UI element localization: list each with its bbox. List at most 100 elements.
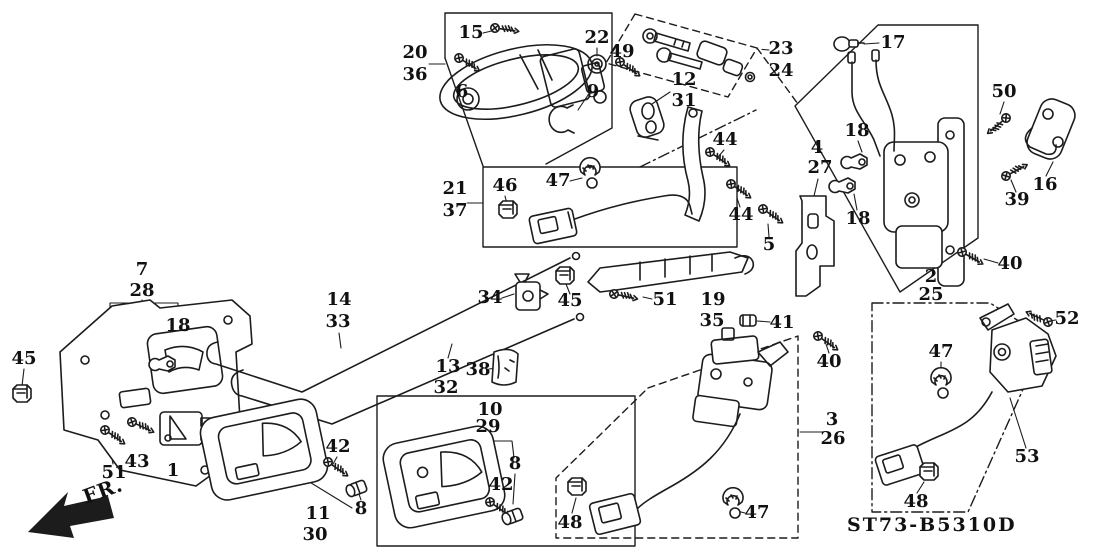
part-label-24-10: 24 <box>768 60 793 81</box>
part-label-46-27: 46 <box>492 175 517 196</box>
part-label-40-24: 40 <box>997 253 1022 274</box>
key-set <box>642 28 756 83</box>
grommet-47-right <box>930 366 952 399</box>
clip-18-left <box>148 355 176 372</box>
part-label-44-20: 44 <box>728 204 753 225</box>
part-label-49-6: 49 <box>609 41 634 62</box>
screw-5 <box>756 202 786 228</box>
clip-45-center <box>555 266 575 285</box>
part-label-4-15: 4 <box>811 137 824 158</box>
clip-41 <box>739 314 757 327</box>
bezel-11-30 <box>199 398 329 501</box>
part-label-28-30: 28 <box>129 280 154 301</box>
guide-channel-19-35 <box>587 251 755 293</box>
part-label-33-34: 33 <box>325 311 350 332</box>
part-number-callouts: 2036156229491231232417501639427181844445… <box>11 22 1079 545</box>
part-label-27-16: 27 <box>807 157 832 178</box>
part-label-17-11: 17 <box>880 32 905 53</box>
part-label-29-46: 29 <box>475 416 500 437</box>
part-label-5-21: 5 <box>763 234 776 255</box>
clip-45-left <box>12 384 32 403</box>
part-label-20-0: 20 <box>402 42 427 63</box>
part-label-36-1: 36 <box>402 64 427 85</box>
pad-38 <box>491 348 519 386</box>
clip-46 <box>498 200 518 219</box>
part-label-6-3: 6 <box>456 81 469 102</box>
part-label-18-18: 18 <box>845 208 870 229</box>
actuator-assy-53 <box>874 303 1057 486</box>
plug-17 <box>833 36 865 52</box>
grommet-47-bottom <box>722 486 744 519</box>
part-label-50-12: 50 <box>991 81 1016 102</box>
part-label-13-41: 13 <box>435 356 460 377</box>
part-label-51-37: 51 <box>652 289 677 310</box>
part-label-21-25: 21 <box>442 178 467 199</box>
part-label-39-14: 39 <box>1004 189 1029 210</box>
handle-cable-assy <box>528 194 693 245</box>
bracket-4-27 <box>795 195 835 297</box>
clip-48-left <box>567 477 587 496</box>
part-label-42-47: 42 <box>325 436 350 457</box>
screw-40-upper <box>955 245 986 269</box>
knob-8-left <box>343 478 369 499</box>
part-label-15-2: 15 <box>458 22 483 43</box>
front-direction-arrow <box>28 492 114 538</box>
rod-13-32 <box>230 312 585 425</box>
part-label-37-26: 37 <box>442 200 467 221</box>
part-label-23-9: 23 <box>768 38 793 59</box>
part-label-44-19: 44 <box>712 129 737 150</box>
part-label-2-22: 2 <box>925 266 938 287</box>
grommet-47-center <box>579 156 601 189</box>
part-label-40-44: 40 <box>816 351 841 372</box>
part-label-9-5: 9 <box>587 81 600 102</box>
screw-15 <box>489 22 521 37</box>
grommet-22 <box>587 54 607 74</box>
diagram-code: ST73-B5310D <box>847 514 1017 536</box>
part-label-52-60: 52 <box>1054 308 1079 329</box>
screw-44-lower <box>724 177 754 203</box>
lock-knob-12-31 <box>629 96 665 141</box>
clip-18-upper-right <box>840 153 868 170</box>
screw-51-center <box>608 288 640 304</box>
part-label-31-8: 31 <box>671 90 696 111</box>
part-label-34-35: 34 <box>477 287 502 308</box>
part-label-45-32: 45 <box>11 348 36 369</box>
clamp-34 <box>514 273 549 311</box>
part-label-18-31: 18 <box>165 315 190 336</box>
screw-40-lower <box>811 329 841 355</box>
part-label-41-40: 41 <box>769 312 794 333</box>
clip-48-right <box>919 462 939 481</box>
front-latch-assy <box>847 49 965 287</box>
part-label-47-28: 47 <box>545 170 570 191</box>
bezel-10-29 <box>382 425 506 529</box>
part-label-25-23: 25 <box>918 284 943 305</box>
part-label-14-33: 14 <box>326 289 351 310</box>
part-label-42-49: 42 <box>488 474 513 495</box>
part-label-10-45: 10 <box>477 399 502 420</box>
clip-18-lower-right <box>828 177 856 194</box>
part-label-26-59: 26 <box>820 428 845 449</box>
part-label-47-57: 47 <box>744 502 769 523</box>
bell-crank-lever <box>681 106 706 222</box>
striker-16 <box>1024 98 1076 160</box>
actuator-box <box>871 302 1047 513</box>
part-label-35-39: 35 <box>699 310 724 331</box>
part-label-32-42: 32 <box>433 377 458 398</box>
part-label-53-62: 53 <box>1014 446 1039 467</box>
screw-50 <box>984 111 1013 138</box>
part-label-38-43: 38 <box>465 359 490 380</box>
part-label-51-53: 51 <box>101 462 126 483</box>
rear-latch-assy <box>588 327 789 536</box>
part-label-30-52: 30 <box>302 524 327 545</box>
clip-9 <box>548 104 575 134</box>
cable-assy-box <box>482 166 738 248</box>
part-label-8-48: 8 <box>355 498 368 519</box>
part-label-43-54: 43 <box>124 451 149 472</box>
part-label-16-13: 16 <box>1032 174 1057 195</box>
part-label-7-29: 7 <box>136 259 149 280</box>
part-label-48-63: 48 <box>903 491 928 512</box>
inner-bezel-box <box>376 395 636 547</box>
exterior-handle-box <box>444 12 613 167</box>
part-label-22-4: 22 <box>584 27 609 48</box>
